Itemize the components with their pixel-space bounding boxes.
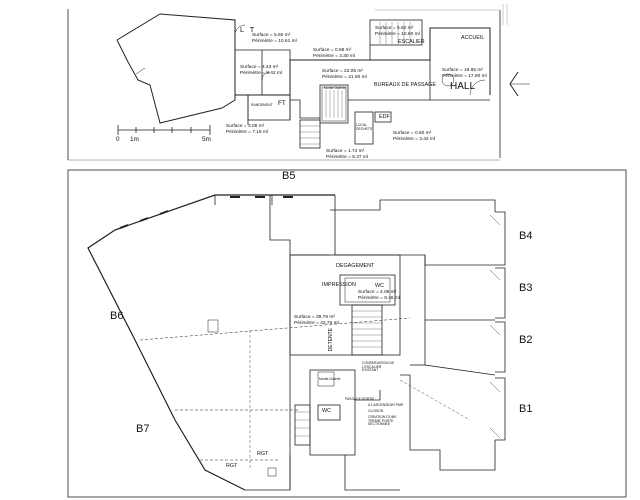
room-surface: Surface = 5.62 m²: [375, 26, 414, 31]
bureaux-label: BUREAUX DE PASSAGE: [374, 82, 436, 88]
rgt-label-2: RGT: [226, 463, 238, 469]
room-area-r4: Surface = 22.05 m² Périmètre = 21.90 ml: [322, 69, 367, 80]
ascenseur-note: A L'ASCENSEUR PMR: [368, 403, 404, 407]
scale-bar: [117, 125, 211, 135]
local-dechets-label: LOCAL DECHETS: [356, 123, 373, 131]
bottom-plan-outline: [67, 169, 627, 498]
room-perimeter: Périmètre = 17.90 ml: [442, 73, 487, 79]
bay-b6: B6: [110, 310, 124, 322]
bay-b4: B4: [519, 230, 533, 242]
room-surface: Surface = 3.08 m²: [226, 124, 265, 129]
wc-label-1: WC: [375, 283, 384, 289]
room-surface: Surface = 4.43 m²: [240, 65, 279, 70]
wc-surface: Surface = 4.08 m²: [358, 290, 397, 295]
creation-note: CREATION D'UNE TREMIE PORTE SECTIONNEE: [368, 415, 397, 427]
monte-label-bottom: Monte-Galerie: [319, 377, 341, 381]
hall-label: HALL: [450, 81, 476, 92]
room-area-r9: Surface = 18.95 m² Périmètre = 17.90 ml: [442, 68, 487, 79]
bay-b1: B1: [519, 403, 533, 415]
edf-label: EDF: [379, 114, 390, 120]
room-area-r1: Surface = 5.60 m² Périmètre = 10.61 ml: [252, 33, 297, 44]
room-perimeter: Périmètre = 10.61 ml: [252, 38, 297, 44]
room-perimeter: Périmètre = 3.42 ml: [393, 136, 435, 142]
room-area-r7: Surface = 0.60 m² Périmètre = 3.42 ml: [393, 131, 435, 142]
scale-1m: 1m: [130, 136, 139, 143]
escalier-label: ESCALIER: [398, 39, 425, 45]
bay-b5: B5: [282, 170, 296, 182]
wc-label-2: WC: [322, 408, 331, 414]
room-perimeter: Périmètre = 5.37 ml: [326, 154, 368, 160]
big-area: Surface = 39.76 m² Périmètre = 42.75 ml: [294, 315, 339, 326]
room-area-r8: Surface = 5.62 m² Périmètre = 10.60 ml: [375, 26, 420, 37]
big-surface: Surface = 39.76 m²: [294, 315, 335, 320]
cloison-note: CLOISON: [368, 409, 384, 413]
wc-perimeter: Périmètre = 8.46 ml: [358, 295, 400, 301]
monte-label: Monte-Galerie: [324, 86, 346, 90]
room-surface: Surface = 0.68 m²: [313, 48, 352, 53]
room-area-r5: Surface = 3.08 m² Périmètre = 7.15 ml: [226, 124, 268, 135]
impression-label: IMPRESSION: [322, 282, 356, 288]
room-perimeter: Périmètre = 10.60 ml: [375, 31, 420, 37]
rangement-label: RANGEMENT: [251, 103, 273, 107]
room-area-r3: Surface = 4.43 m² Périmètre = 8.42 ml: [240, 65, 282, 76]
degagement-label: DEGAGEMENT: [336, 263, 375, 269]
bay-b2: B2: [519, 334, 533, 346]
accueil-label: ACCUEIL: [461, 35, 485, 41]
scale-5m: 5m: [202, 136, 211, 143]
ft-label: FT: [278, 100, 286, 107]
bay-b7: B7: [136, 423, 150, 435]
room-surface: Surface = 1.74 m²: [326, 149, 365, 154]
room-area-r2: Surface = 0.68 m² Périmètre = 3.30 ml: [313, 48, 355, 59]
bay-b3: B3: [519, 282, 533, 294]
detente-label: DETENTE: [328, 328, 334, 352]
room-surface: Surface = 18.95 m²: [442, 68, 483, 73]
room-perimeter: Périmètre = 8.42 ml: [240, 70, 282, 76]
room-area-r6: Surface = 1.74 m² Périmètre = 5.37 ml: [326, 149, 368, 160]
room-perimeter: Périmètre = 7.15 ml: [226, 129, 268, 135]
room-surface: Surface = 5.60 m²: [252, 33, 291, 38]
room-surface: Surface = 22.05 m²: [322, 69, 363, 74]
lt-label: L T: [240, 25, 257, 34]
passage-note: PASSAGE SORTIE: [345, 397, 375, 401]
conservation-note: CONSERVATION DE L'ESCALIER EXISTANT: [362, 361, 395, 373]
big-perimeter: Périmètre = 42.75 ml: [294, 320, 339, 326]
room-perimeter: Périmètre = 21.90 ml: [322, 74, 367, 80]
room-surface: Surface = 0.60 m²: [393, 131, 432, 136]
rgt-label-1: RGT: [257, 451, 269, 457]
scale-0: 0: [116, 136, 120, 143]
room-perimeter: Périmètre = 3.30 ml: [313, 53, 355, 59]
top-plan-outline: [67, 4, 530, 161]
wc-area: Surface = 4.08 m² Périmètre = 8.46 ml: [358, 290, 400, 301]
